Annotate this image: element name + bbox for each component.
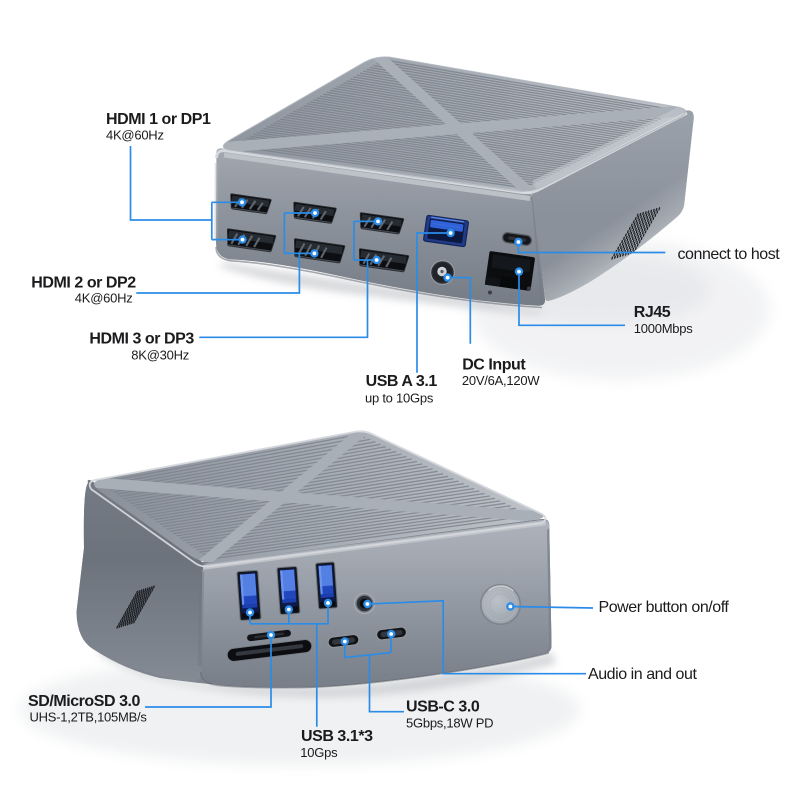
svg-text:USB-C 3.0: USB-C 3.0 — [406, 698, 480, 715]
svg-text:4K@60Hz: 4K@60Hz — [75, 290, 133, 305]
svg-text:5Gbps,18W PD: 5Gbps,18W PD — [406, 715, 493, 730]
svg-text:20V/6A,120W: 20V/6A,120W — [462, 373, 540, 388]
svg-text:RJ45: RJ45 — [634, 304, 671, 321]
svg-text:UHS-1,2TB,105MB/s: UHS-1,2TB,105MB/s — [30, 709, 148, 724]
svg-text:HDMI 2 or DP2: HDMI 2 or DP2 — [31, 274, 136, 291]
svg-text:up to 10Gps: up to 10Gps — [365, 391, 434, 406]
svg-text:connect to host: connect to host — [678, 246, 781, 263]
svg-text:USB A 3.1: USB A 3.1 — [366, 373, 438, 390]
svg-text:HDMI 3 or DP3: HDMI 3 or DP3 — [89, 331, 194, 348]
svg-text:SD/MicroSD 3.0: SD/MicroSD 3.0 — [28, 693, 141, 710]
svg-text:4K@60Hz: 4K@60Hz — [106, 128, 164, 143]
svg-text:1000Mbps: 1000Mbps — [634, 321, 693, 336]
svg-text:8K@30Hz: 8K@30Hz — [131, 347, 189, 362]
svg-text:10Gps: 10Gps — [300, 745, 338, 760]
svg-text:DC Input: DC Input — [462, 356, 526, 373]
svg-text:USB 3.1*3: USB 3.1*3 — [301, 728, 373, 745]
svg-text:Power button on/off: Power button on/off — [599, 599, 730, 616]
svg-text:HDMI 1 or DP1: HDMI 1 or DP1 — [106, 111, 211, 128]
svg-text:Audio in and out: Audio in and out — [588, 666, 697, 683]
